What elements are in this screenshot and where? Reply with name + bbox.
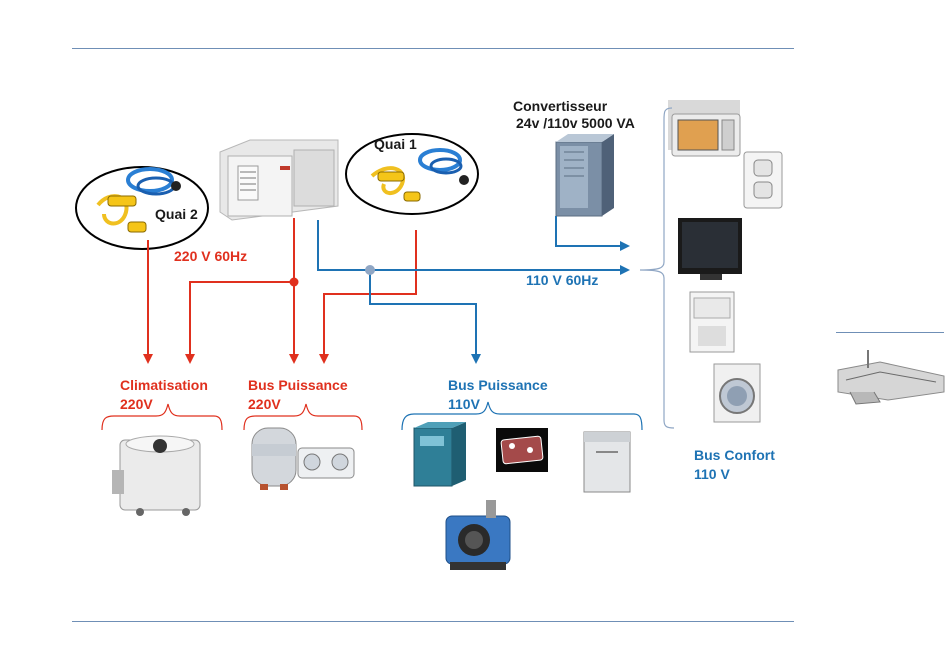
wall-outlet-image [744,152,782,208]
clim-title: Climatisation [120,377,208,393]
junction-110v [365,265,375,275]
washing-machine-image [714,364,760,422]
bus110-title: Bus Puissance [448,377,548,393]
dive-compressor-image [446,500,510,570]
dishwasher-image [584,432,630,492]
catamaran-image [838,350,944,404]
battery-charger-image [414,422,466,486]
air-conditioner-image [112,436,200,516]
clim-voltage: 220V [120,396,153,412]
water-heater-image [252,428,296,490]
induction-cooktop-image [496,428,548,472]
confort-title: Bus Confort [694,447,775,463]
bus220-voltage: 220V [248,396,281,412]
fridge-image [690,292,734,352]
bus110-voltage: 110V [448,396,480,412]
generator-image [220,140,338,220]
converter-image [556,134,614,216]
bus220-title: Bus Puissance [248,377,348,393]
watermaker-image [298,448,354,478]
wiring-220v [148,218,416,362]
shore-power-label: 220 V 60Hz [174,248,247,264]
microwave-image [668,100,740,156]
quai1-label: Quai 1 [374,136,417,152]
television-image [678,218,742,280]
converter-spec: 24v /110v 5000 VA [516,115,635,131]
wiring-110v [318,216,628,362]
confort-voltage: 110 V [694,466,730,482]
junction-220v [290,278,299,287]
converted-power-label: 110 V 60Hz [526,272,598,288]
quai2-label: Quai 2 [155,206,198,222]
comfort-bus-bracket [640,108,674,428]
converter-title: Convertisseur [513,98,607,114]
